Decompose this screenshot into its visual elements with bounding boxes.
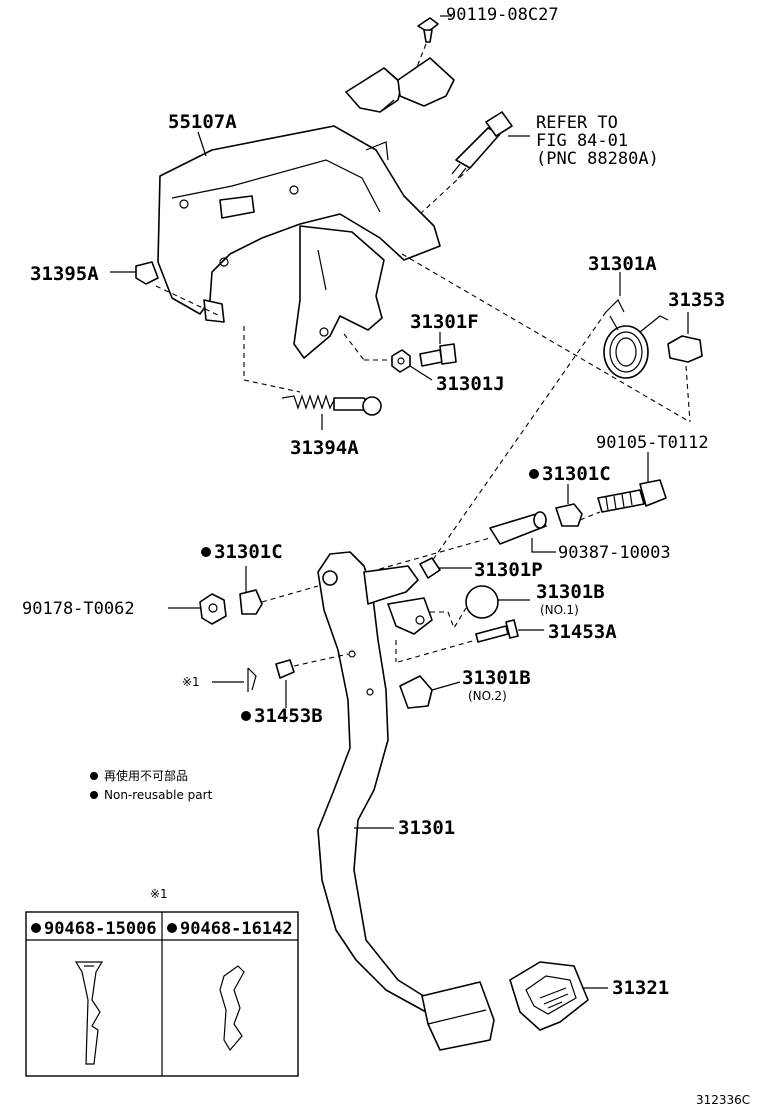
clip-type-1 — [74, 961, 104, 1065]
label-bolt-top: 90119-08C27 — [446, 5, 559, 25]
label-stopper-b2: 31301B — [462, 667, 531, 689]
label-bolt-f: 31301F — [410, 311, 479, 333]
inset-dot-2 — [167, 923, 177, 933]
legend-line-jp: 再使用不可部品 — [104, 768, 188, 783]
label-refer-2: FIG 84-01 — [536, 131, 628, 151]
pin-a — [475, 619, 519, 643]
cushion-left — [135, 261, 159, 285]
label-collar: 90387-10003 — [558, 543, 671, 563]
label-pedal-arm: 31301 — [398, 817, 455, 839]
label-clip-right: 31353 — [668, 289, 725, 311]
label-refer-1: REFER TO — [536, 113, 618, 133]
label-spring: 31301A — [588, 253, 657, 275]
label-stopper-b2-sub: (NO.2) — [468, 689, 507, 703]
pedal-pad — [509, 961, 589, 1031]
bushing-b — [275, 659, 295, 679]
label-pedal-pad: 31321 — [612, 977, 669, 999]
nut-left — [199, 593, 227, 625]
pedal-arm — [317, 551, 433, 1013]
inset-box — [25, 911, 299, 1077]
label-refer-3: (PNC 88280A) — [536, 149, 659, 169]
hair-pin-clip — [247, 667, 257, 692]
torsion-spring — [603, 298, 669, 379]
inset-col2: 90468-16142 — [180, 919, 293, 939]
non-reusable-dot — [241, 711, 251, 721]
bushing-c-left — [239, 589, 263, 615]
bolt-f — [419, 343, 457, 367]
pedal-foot — [421, 981, 495, 1051]
figure-id: 312336C — [696, 1093, 750, 1107]
legend-line-en: Non-reusable part — [104, 788, 213, 802]
label-cushion-left: 31395A — [30, 263, 99, 285]
label-nut-left: 90178-T0062 — [22, 599, 135, 619]
label-bracket: 55107A — [168, 111, 237, 133]
label-bushing-c-left: 31301C — [214, 541, 283, 563]
stopper-b2 — [399, 675, 433, 709]
pedal-bracket — [157, 125, 441, 359]
bolt-top — [417, 17, 439, 43]
label-note-ref: ※1 — [182, 675, 200, 689]
legend-dot-jp — [90, 772, 98, 780]
clip-p — [419, 557, 441, 579]
label-stopper-b1-sub: (NO.1) — [540, 603, 579, 617]
bracket-cover — [345, 57, 455, 113]
label-bushing-c-right: 31301C — [542, 463, 611, 485]
collar — [489, 511, 547, 545]
stopper-b1 — [465, 585, 499, 619]
bushing-c-right — [555, 503, 583, 527]
label-bushing-b: 31453B — [254, 705, 323, 727]
tension-spring — [281, 394, 382, 416]
non-reusable-dot — [529, 469, 539, 479]
inset-col1: 90468-15006 — [44, 919, 157, 939]
non-reusable-dot — [201, 547, 211, 557]
label-bolt-long: 90105-T0112 — [596, 433, 709, 453]
clip-type-2 — [219, 965, 245, 1052]
label-clip-p: 31301P — [474, 559, 543, 581]
switch-part — [451, 111, 513, 179]
inset-ref: ※1 — [150, 887, 168, 901]
clip-right — [667, 335, 703, 363]
label-tension-spring: 31394A — [290, 437, 359, 459]
label-pin: 31453A — [548, 621, 617, 643]
legend-dot-en — [90, 791, 98, 799]
nut-j — [391, 349, 411, 373]
inset-dot-1 — [31, 923, 41, 933]
label-stopper-b1: 31301B — [536, 581, 605, 603]
bolt-long — [597, 479, 667, 513]
label-nut-j: 31301J — [436, 373, 505, 395]
